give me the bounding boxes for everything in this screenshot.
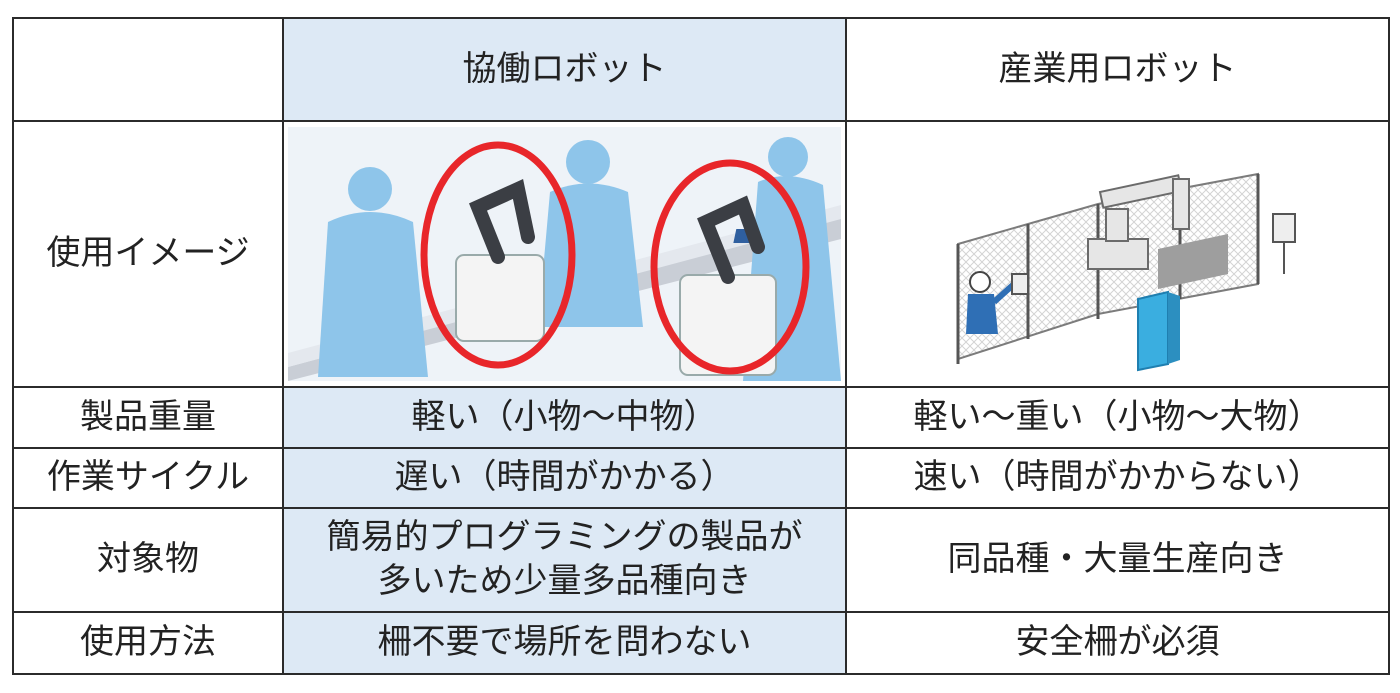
row-label-work-cycle: 作業サイクル: [12, 447, 284, 509]
collab-target-line-2: 多いため少量多品種向き: [377, 561, 752, 601]
header-collab-robot: 協働ロボット: [282, 17, 847, 122]
collab-target-line-1: 簡易的プログラミングの製品が: [326, 517, 803, 558]
row-label-product-weight: 製品重量: [12, 386, 284, 449]
row-label-target: 対象物: [12, 507, 284, 613]
collab-robot-illustration: [288, 127, 841, 381]
header-industrial-robot: 産業用ロボット: [845, 17, 1390, 122]
industrial-usage-method: 安全柵が必須: [845, 611, 1390, 675]
collab-target: 簡易的プログラミングの製品が 多いため少量多品種向き: [282, 507, 847, 613]
industrial-work-cycle: 速い（時間がかからない）: [845, 447, 1390, 509]
table-row: 製品重量 軽い（小物〜中物） 軽い〜重い（小物〜大物）: [12, 386, 1390, 449]
corner-cell: [12, 17, 284, 122]
comparison-table: 協働ロボット 産業用ロボット 使用イメージ: [12, 17, 1390, 675]
industrial-target: 同品種・大量生産向き: [845, 507, 1390, 613]
table-row: 使用方法 柵不要で場所を問わない 安全柵が必須: [12, 611, 1390, 675]
collab-product-weight: 軽い（小物〜中物）: [282, 386, 847, 449]
collab-robot-illustration-cell: [282, 120, 847, 388]
table-row: 対象物 簡易的プログラミングの製品が 多いため少量多品種向き 同品種・大量生産向…: [12, 507, 1390, 613]
collab-usage-method: 柵不要で場所を問わない: [282, 611, 847, 675]
table-row: 使用イメージ: [12, 120, 1390, 388]
row-label-usage-method: 使用方法: [12, 611, 284, 675]
industrial-robot-illustration-cell: [845, 120, 1390, 388]
header-row: 協働ロボット 産業用ロボット: [12, 17, 1390, 122]
industrial-robot-illustration: [917, 134, 1318, 374]
row-label-usage-image: 使用イメージ: [12, 120, 284, 388]
collab-work-cycle: 遅い（時間がかかる）: [282, 447, 847, 509]
table-row: 作業サイクル 遅い（時間がかかる） 速い（時間がかからない）: [12, 447, 1390, 509]
industrial-product-weight: 軽い〜重い（小物〜大物）: [845, 386, 1390, 449]
